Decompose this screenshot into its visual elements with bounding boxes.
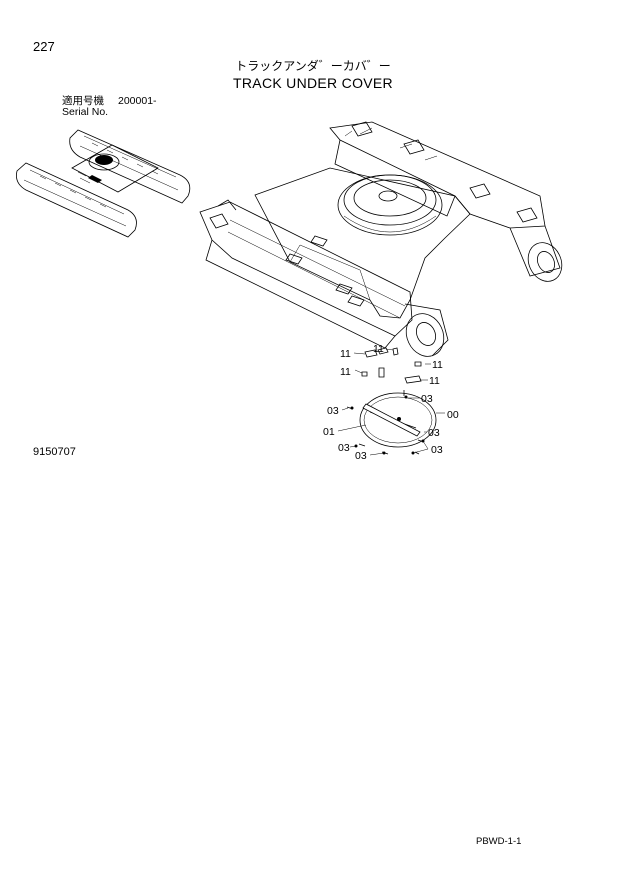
exploded-parts <box>346 347 437 455</box>
title-english: TRACK UNDER COVER <box>233 75 393 91</box>
callout-03: 03 <box>421 393 433 405</box>
serial-value: 200001- <box>118 95 157 107</box>
serial-label-japanese: 適用号機 <box>62 95 104 107</box>
title-japanese: トラックアンダ゛ーカバ゛ー <box>235 59 391 73</box>
callout-03: 03 <box>355 450 367 462</box>
callout-11: 11 <box>340 366 351 378</box>
callout-03: 03 <box>338 442 350 454</box>
serial-label-english: Serial No. <box>62 106 109 118</box>
callout-11: 11 <box>373 343 384 355</box>
page-number: 227 <box>33 39 55 54</box>
leader-lines <box>337 348 445 456</box>
callout-03: 03 <box>327 405 339 417</box>
overview-undercarriage-illustration <box>16 129 191 238</box>
callout-00: 00 <box>447 409 459 421</box>
callout-11: 11 <box>340 348 351 360</box>
callout-03: 03 <box>428 427 440 439</box>
figure-id: 9150707 <box>33 446 76 458</box>
footer-code: PBWD-1-1 <box>476 836 522 847</box>
callout-03: 03 <box>431 444 443 456</box>
callout-labels: 11 11 11 11 11 03 03 00 01 03 03 03 03 <box>323 343 459 462</box>
callout-01: 01 <box>323 426 335 438</box>
callout-11: 11 <box>432 359 443 371</box>
track-frame-illustration <box>199 121 563 357</box>
callout-11: 11 <box>429 375 440 387</box>
